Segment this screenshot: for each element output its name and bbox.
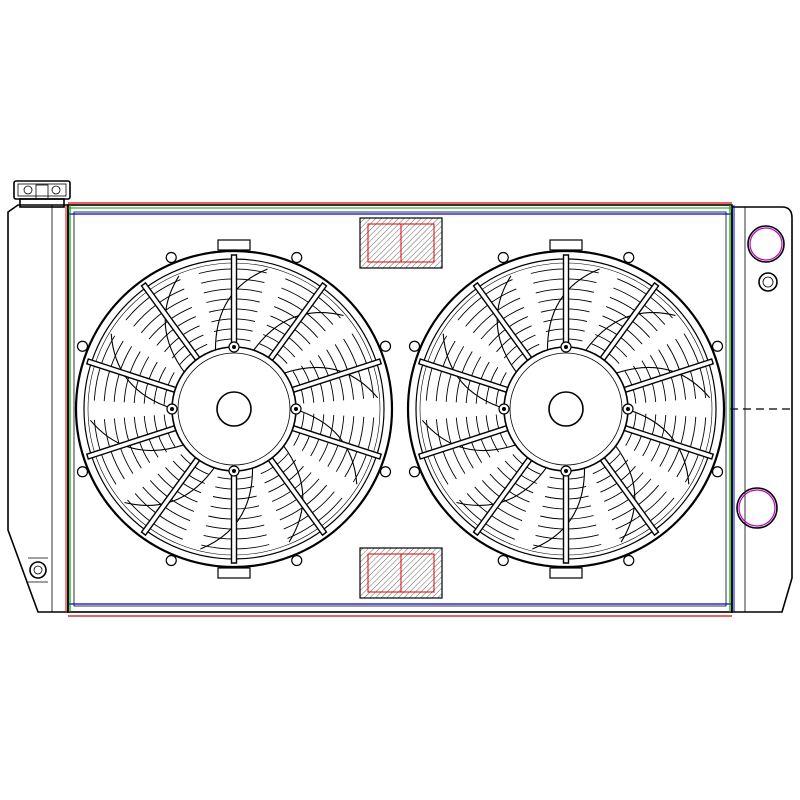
upper-outlet-icon (747, 225, 785, 263)
core-outline (65, 202, 735, 617)
lower-mount-pad (359, 547, 443, 599)
left-tank (7, 180, 71, 613)
drain-plug-icon (28, 557, 48, 583)
sensor-port-icon (758, 272, 778, 292)
radiator-cap-icon (13, 180, 71, 208)
fan-icon (406, 239, 726, 579)
upper-mount-pad (359, 217, 443, 269)
right-tank (730, 206, 793, 613)
fan-icon (74, 239, 394, 579)
lower-outlet-icon (736, 487, 778, 529)
